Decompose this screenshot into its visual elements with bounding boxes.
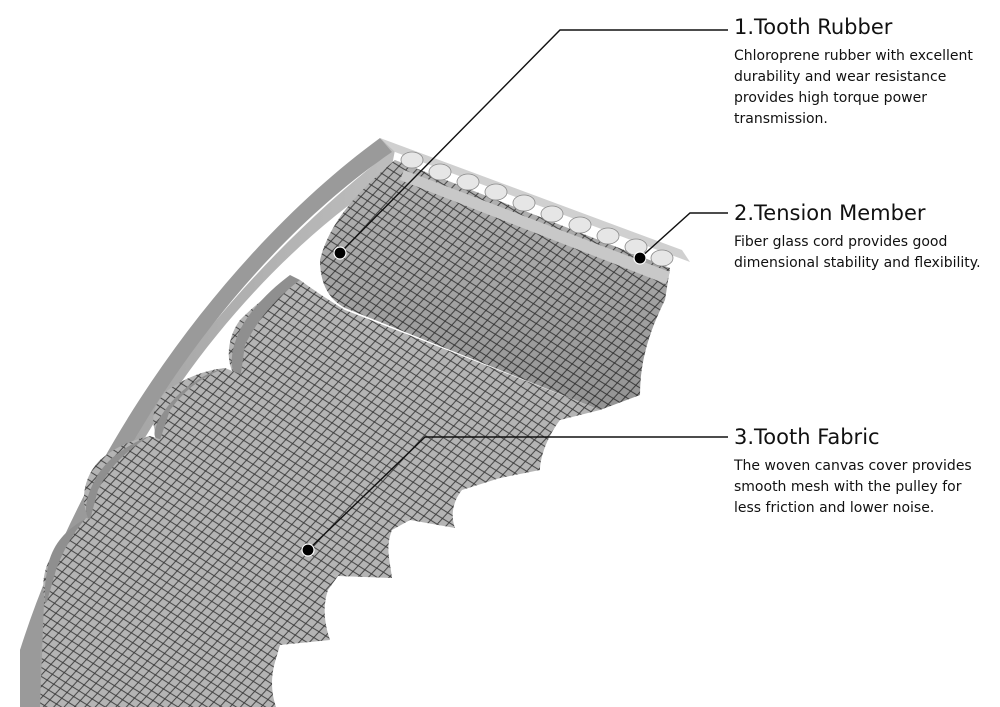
leader-line-tooth-rubber (339, 29, 728, 254)
leader-line-tension-member (639, 212, 728, 259)
callout-tooth-rubber: 1.Tooth Rubber Chloroprene rubber with e… (734, 14, 984, 130)
callout-title: 2.Tension Member (734, 201, 926, 225)
leader-dot-tooth-fabric (301, 543, 315, 557)
callout-tooth-fabric: 3.Tooth Fabric The woven canvas cover pr… (734, 424, 984, 519)
leader-dot-tension-member (633, 251, 647, 265)
leader-dots (301, 246, 647, 557)
callout-tension-member: 2.Tension Member Fiber glass cord provid… (734, 200, 998, 274)
callout-description: The woven canvas cover provides smooth m… (734, 458, 972, 516)
leader-lines (307, 29, 728, 551)
callout-title: 3.Tooth Fabric (734, 425, 880, 449)
tooth-fabric-surface (40, 160, 670, 707)
leader-line-tooth-fabric (307, 436, 728, 551)
tension-member-cords (400, 151, 674, 284)
callout-description: Fiber glass cord provides good dimension… (734, 234, 981, 271)
callout-title: 1.Tooth Rubber (734, 15, 893, 39)
leader-dot-tooth-rubber (333, 246, 347, 260)
callout-description: Chloroprene rubber with excellent durabi… (734, 48, 973, 127)
